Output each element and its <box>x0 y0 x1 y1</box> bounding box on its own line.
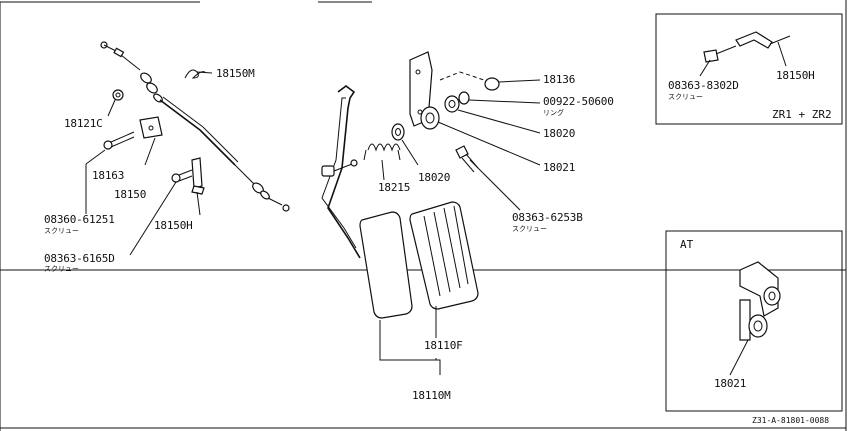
at-part-label: 18021 <box>714 377 747 390</box>
label-00922-sub: リング <box>543 109 564 117</box>
label-18020-lower: 18020 <box>418 171 451 184</box>
throttle-cable <box>100 41 290 212</box>
clip-18150M <box>184 69 213 79</box>
label-18110M: 18110M <box>412 389 451 402</box>
zr-screw-label: 08363-8302D <box>668 79 739 92</box>
screw-08363-6253 <box>455 145 521 211</box>
grommet-18121C <box>107 89 124 117</box>
bushing-18020-lower <box>391 123 419 166</box>
label-18136: 18136 <box>543 73 576 86</box>
label-18020-upper: 18020 <box>543 127 576 140</box>
label-08360-sub: スクリュー <box>44 227 79 235</box>
inset-at-box <box>665 230 843 412</box>
reference-code: Z31-A-81801-0088 <box>752 416 830 425</box>
bracket-18150H <box>191 157 205 216</box>
label-08363-6165-sub: スクリュー <box>44 265 79 273</box>
at-inset-drawing <box>729 261 781 376</box>
label-18110F: 18110F <box>424 339 463 352</box>
label-18150: 18150 <box>114 188 147 201</box>
label-18021: 18021 <box>543 161 576 174</box>
label-18163: 18163 <box>92 169 125 182</box>
zr-part-label: 18150H <box>776 69 815 82</box>
zr-caption: ZR1 + ZR2 <box>772 108 832 121</box>
stopper-18136 <box>484 77 541 91</box>
label-00922: 00922-50600 <box>543 95 614 108</box>
label-18215: 18215 <box>378 181 411 194</box>
screw-08360 <box>85 131 135 214</box>
inset-zr-box <box>655 13 843 125</box>
pedal-arm <box>321 85 361 259</box>
bracket-18163 <box>139 116 163 166</box>
label-08360: 08360-61251 <box>44 213 115 226</box>
zr-screw-sub: スクリュー <box>668 93 703 101</box>
label-08363-6165: 08363-6165D <box>44 252 115 265</box>
ring-00922 <box>444 91 541 134</box>
label-08363-6253-sub: スクリュー <box>512 225 547 233</box>
label-18150H: 18150H <box>154 219 193 232</box>
label-18121C: 18121C <box>64 117 103 130</box>
zr-inset-drawing <box>699 31 791 77</box>
label-08363-6253: 08363-6253B <box>512 211 583 224</box>
pedal-bracket <box>409 51 491 130</box>
screw-08363-6165 <box>129 169 193 256</box>
spring-18215 <box>363 143 401 181</box>
bushing-18021 <box>437 121 541 166</box>
label-18150M: 18150M <box>216 67 255 80</box>
pedal-pad <box>359 201 479 319</box>
at-title: AT <box>680 238 694 251</box>
